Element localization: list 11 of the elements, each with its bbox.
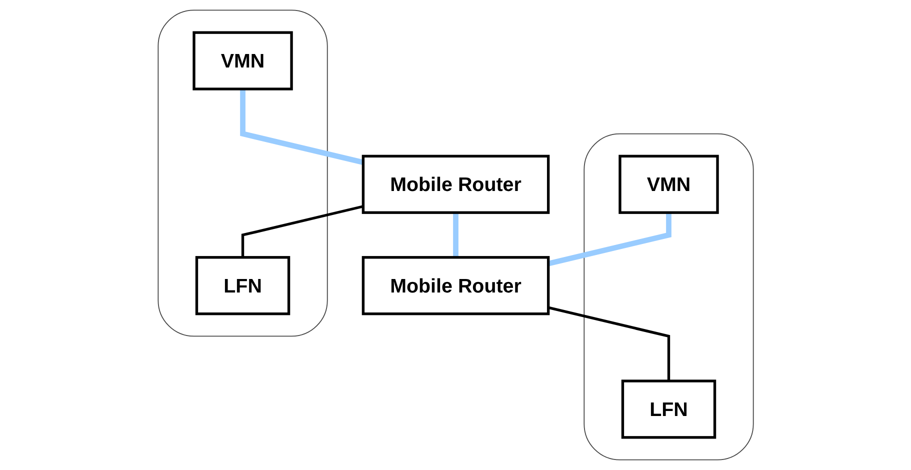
- node-box: VMN: [618, 154, 719, 214]
- node-box: LFN: [195, 256, 290, 316]
- cluster: [157, 10, 328, 337]
- node-box: Mobile Router: [362, 154, 550, 214]
- node-box: VMN: [192, 31, 293, 90]
- connector: [452, 212, 458, 258]
- cluster: [583, 133, 754, 460]
- node-box: LFN: [621, 380, 716, 439]
- node-box: Mobile Router: [362, 256, 550, 316]
- connector: [241, 205, 364, 258]
- connector: [548, 306, 670, 381]
